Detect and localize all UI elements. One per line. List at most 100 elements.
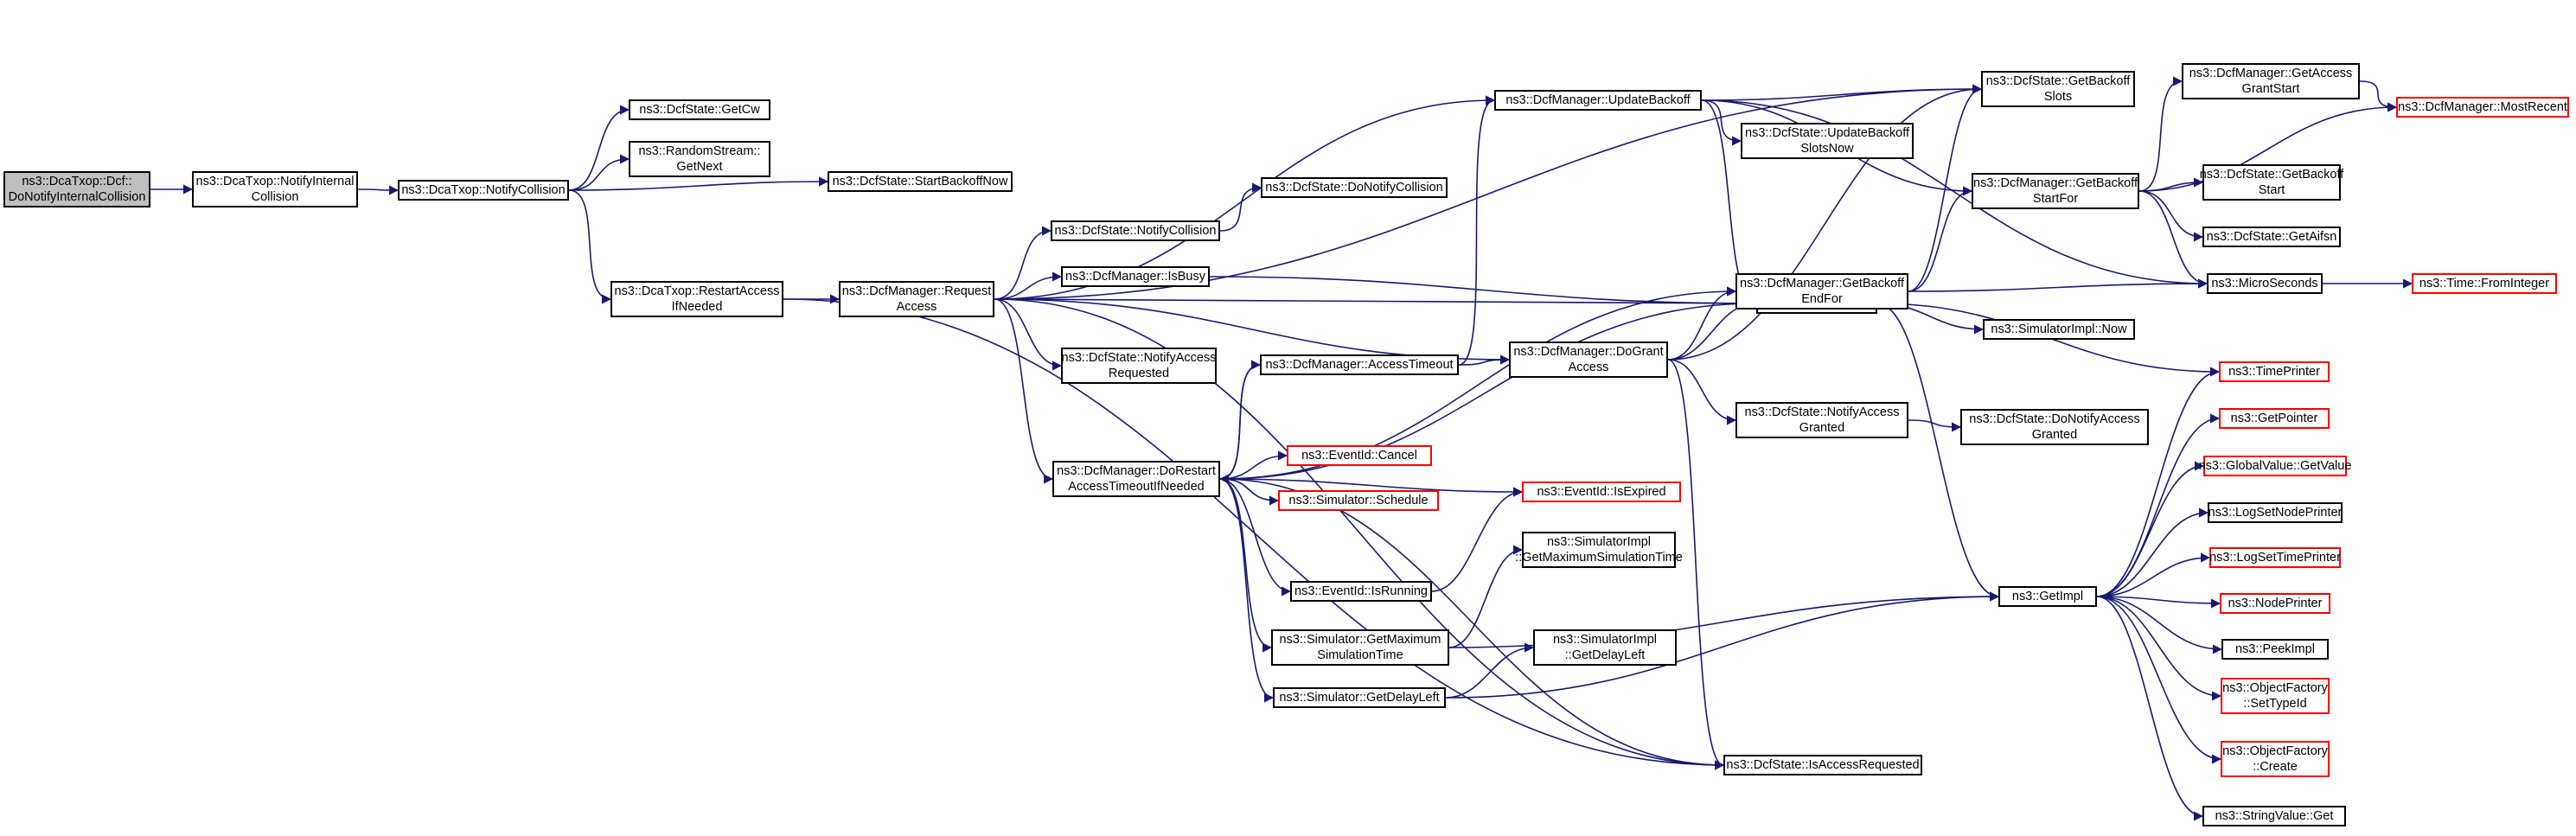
function-node-label: ns3::RandomStream:: GetNext	[638, 144, 761, 174]
function-node[interactable]: ns3::DcfManager::GetBackoff StartFor	[1972, 173, 2139, 209]
function-node[interactable]: ns3::DcfState::GetBackoff Start	[2200, 164, 2343, 201]
function-node[interactable]: ns3::DcfManager::MostRecent	[2396, 97, 2569, 118]
function-node[interactable]: ns3::LogSetTimePrinter	[2209, 547, 2341, 568]
function-node-label: ns3::Simulator::GetDelayLeft	[1279, 691, 1440, 705]
function-node[interactable]: ns3::DcfManager::DoRestart AccessTimeout…	[1052, 461, 1220, 497]
call-edge	[1667, 359, 1725, 770]
call-edge	[568, 176, 829, 191]
function-node-label: ns3::DcfState::NotifyAccess Requested	[1061, 351, 1217, 380]
call-edge	[783, 298, 1725, 770]
function-node[interactable]: ns3::DcfState::GetBackoff Slots	[1981, 71, 2135, 107]
function-node[interactable]: ns3::LogSetNodePrinter	[2208, 502, 2343, 523]
function-node[interactable]: ns3::DcfManager::GetAccess GrantStart	[2182, 63, 2360, 99]
call-edge	[1219, 360, 1262, 480]
call-edge	[1431, 487, 1524, 592]
function-node[interactable]: ns3::DcfState::NotifyCollision	[1051, 220, 1220, 241]
function-node[interactable]: ns3::Simulator::GetDelayLeft	[1273, 687, 1446, 708]
function-node-label: ns3::DcaTxop::RestartAccess IfNeeded	[614, 284, 780, 314]
function-node[interactable]: ns3::DcfState::NotifyAccess Requested	[1061, 348, 1217, 384]
function-node[interactable]: ns3::PeekImpl	[2221, 639, 2329, 660]
function-node[interactable]: ns3::EventId::Cancel	[1287, 445, 1432, 466]
call-edge	[1701, 84, 1983, 101]
call-edge	[1219, 478, 1524, 497]
function-node[interactable]: ns3::DcfManager::Request Access	[839, 281, 994, 317]
function-node[interactable]: ns3::MicroSeconds	[2207, 273, 2323, 294]
function-node[interactable]: ns3::DcaTxop::NotifyCollision	[398, 180, 569, 201]
function-node[interactable]: ns3::GetPointer	[2219, 408, 2330, 429]
function-node[interactable]: ns3::NodePrinter	[2220, 593, 2330, 614]
function-node[interactable]: ns3::DcfState::DoNotifyAccess Granted	[1960, 409, 2149, 445]
function-node[interactable]: ns3::RandomStream:: GetNext	[629, 141, 770, 177]
function-node[interactable]: ns3::DcfState::GetAifsn	[2202, 227, 2341, 247]
function-node-label: ns3::DcfState::GetCw	[639, 103, 760, 117]
call-edge	[568, 189, 612, 304]
function-node[interactable]: ns3::DcfManager::DoGrant Access	[1509, 341, 1668, 378]
function-node-label: ns3::DcfState::IsAccessRequested	[1726, 758, 1920, 772]
call-edge	[1458, 95, 1496, 366]
function-node[interactable]: ns3::TimePrinter	[2219, 361, 2330, 382]
call-edge	[2096, 596, 2222, 701]
function-node[interactable]: ns3::Time::FromInteger	[2412, 273, 2557, 294]
function-node-label: ns3::NodePrinter	[2228, 597, 2323, 610]
function-node-label: ns3::DcfManager::IsBusy	[1065, 270, 1205, 284]
call-edge	[1701, 99, 2208, 289]
function-node[interactable]: ns3::ObjectFactory ::SetTypeId	[2221, 678, 2330, 714]
function-node[interactable]: ns3::DcfState::StartBackoffNow	[828, 171, 1013, 192]
call-edge	[2096, 596, 2222, 764]
function-node-label: ns3::DcaTxop::NotifyInternal Collision	[195, 175, 355, 204]
function-node-label: ns3::DcfState::DoNotifyCollision	[1265, 181, 1443, 195]
call-edge	[2359, 80, 2398, 112]
function-node-label: ns3::DcfState::NotifyCollision	[1054, 224, 1217, 238]
function-node-label: ns3::DcfManager::GetBackoff StartFor	[1973, 176, 2138, 206]
function-node[interactable]: ns3::DcfManager::IsBusy	[1061, 266, 1210, 287]
function-node[interactable]: ns3::Simulator::Schedule	[1278, 490, 1439, 511]
function-node[interactable]: ns3::DcfState::GetCw	[629, 99, 770, 120]
function-node[interactable]: ns3::GetImpl	[1998, 586, 2097, 607]
function-node[interactable]: ns3::DcaTxop::NotifyInternal Collision	[192, 171, 358, 207]
call-edge	[357, 185, 400, 195]
call-edge	[1908, 278, 2208, 292]
function-node[interactable]: ns3::GlobalValue::GetValue	[2199, 456, 2351, 476]
call-edge	[1701, 99, 1742, 146]
function-node[interactable]: ns3::DcfManager::GetBackoff EndFor	[1735, 273, 1908, 310]
call-edge	[994, 298, 1063, 371]
function-node[interactable]: ns3::DcfState::DoNotifyCollision	[1261, 177, 1448, 198]
call-edge	[1219, 478, 1725, 770]
call-edge	[2138, 190, 2204, 242]
call-edge	[1458, 354, 1511, 366]
call-edge	[1667, 298, 1758, 361]
function-node-label: ns3::DcfState::UpdateBackoff SlotsNow	[1745, 126, 1909, 156]
function-node-label: ns3::MicroSeconds	[2211, 277, 2318, 290]
function-node[interactable]: ns3::DcaTxop::Dcf:: DoNotifyInternalColl…	[3, 171, 150, 207]
function-node-label: ns3::SimulatorImpl ::GetDelayLeft	[1552, 633, 1658, 662]
function-node[interactable]: ns3::DcfManager::AccessTimeout	[1260, 354, 1459, 375]
function-node-label: ns3::TimePrinter	[2228, 365, 2320, 379]
function-node[interactable]: ns3::DcfState::NotifyAccess Granted	[1735, 402, 1908, 438]
function-node[interactable]: ns3::SimulatorImpl ::GetMaximumSimulatio…	[1515, 532, 1683, 568]
call-edge	[1908, 84, 1983, 292]
function-node-label: ns3::DcfManager::DoGrant Access	[1513, 345, 1664, 374]
call-edge	[1908, 419, 1962, 432]
function-node[interactable]: ns3::SimulatorImpl ::GetDelayLeft	[1533, 629, 1677, 666]
function-node[interactable]: ns3::EventId::IsExpired	[1522, 482, 1681, 502]
call-edge	[1219, 286, 1737, 480]
function-node-label: ns3::DcfManager::MostRecent	[2398, 100, 2567, 114]
call-edge	[994, 271, 1063, 300]
function-node[interactable]: ns3::EventId::IsRunning	[1290, 581, 1432, 602]
function-node[interactable]: ns3::DcfManager::UpdateBackoff	[1494, 90, 1702, 111]
function-node[interactable]: ns3::DcfState::UpdateBackoff SlotsNow	[1741, 123, 1914, 159]
function-node[interactable]: ns3::DcfState::IsAccessRequested	[1723, 755, 1922, 775]
function-node[interactable]: ns3::ObjectFactory ::Create	[2221, 741, 2330, 777]
call-edge	[568, 105, 630, 191]
function-node-label: ns3::DcfManager::GetAccess GrantStart	[2189, 67, 2353, 96]
function-node-label: ns3::EventId::IsRunning	[1294, 584, 1428, 598]
function-node[interactable]: ns3::StringValue::Get	[2202, 806, 2346, 826]
function-node-label: ns3::DcfState::GetAifsn	[2206, 230, 2337, 244]
function-node[interactable]: ns3::Simulator::GetMaximum SimulationTim…	[1271, 629, 1449, 666]
function-node[interactable]: ns3::DcaTxop::RestartAccess IfNeeded	[610, 281, 783, 317]
function-node[interactable]: ns3::SimulatorImpl::Now	[1983, 319, 2135, 340]
call-edge	[2096, 596, 2223, 654]
function-node-label: ns3::DcaTxop::Dcf:: DoNotifyInternalColl…	[8, 175, 146, 204]
function-node-label: ns3::DcfManager::UpdateBackoff	[1505, 93, 1691, 107]
